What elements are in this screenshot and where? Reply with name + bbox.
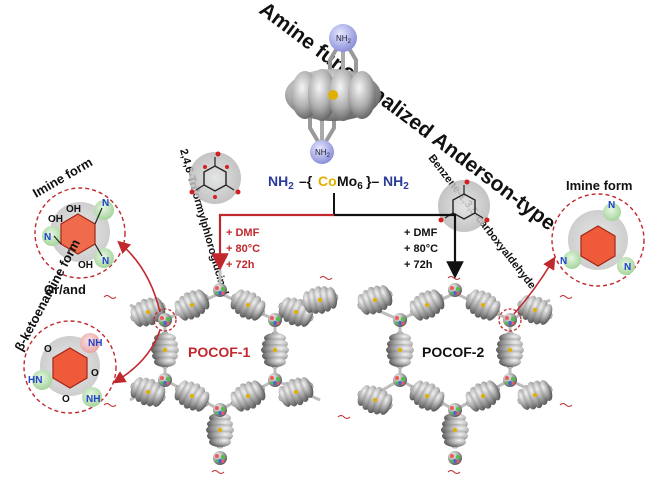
svg-text:N: N [624,262,631,273]
svg-text:+ 80°C: + 80°C [404,243,438,255]
svg-text:O: O [62,394,70,405]
imine-left-inset: OH OH OH N N N [34,187,126,279]
reaction-arrows [211,193,464,279]
linker-formula: NH2 –{ Co Mo6 }– NH2 [268,173,409,192]
ketoenamine-inset: NH HN NH O O O [23,320,117,414]
wavy-ends [103,276,573,474]
svg-text:NH2: NH2 [268,173,294,192]
svg-text:}–: }– [366,173,379,189]
svg-text:OH: OH [78,260,93,271]
svg-text:+ 72h: + 72h [404,259,433,271]
pocof2-framework [352,279,558,465]
svg-text:N: N [102,198,109,209]
svg-text:NH2: NH2 [383,173,409,192]
svg-text:Co: Co [318,173,337,189]
conditions-right: + DMF + 80°C + 72h [404,227,438,271]
svg-text:N: N [44,232,51,243]
svg-text:+ DMF: + DMF [404,227,438,239]
pocof1-framework [125,270,341,465]
svg-text:OH: OH [66,204,81,215]
imine-right-label: Imine form [566,178,632,193]
svg-text:NH: NH [86,394,100,405]
inset-connector-right [513,256,556,315]
top-nh2-label: NH2 [336,34,352,45]
reagent-left-molecule [189,151,241,204]
svg-text:+ DMF: + DMF [226,227,260,239]
bottom-nh2-label: NH2 [315,148,331,159]
reagent-right-molecule [438,179,490,232]
imine-right-inset: N N N [551,193,645,287]
svg-text:HN: HN [28,375,42,386]
svg-text:+ 80°C: + 80°C [226,243,260,255]
svg-text:N: N [560,256,567,267]
svg-text:N: N [102,256,109,267]
or-and-label: Or/and [44,282,86,297]
anderson-pom-molecule: NH2 NH2 [285,24,381,164]
conditions-left: + DMF + 80°C + 72h [226,227,260,271]
svg-text:O: O [44,344,52,355]
inset-connectors-left [112,240,161,384]
pocof2-label: POCOF-2 [422,344,484,360]
svg-text:–{: –{ [299,173,313,189]
pocof1-label: POCOF-1 [188,344,250,360]
svg-text:O: O [91,368,99,379]
svg-text:+ 72h: + 72h [226,259,255,271]
svg-text:N: N [608,200,615,211]
svg-text:Mo6: Mo6 [337,173,363,192]
svg-text:NH: NH [88,338,102,349]
svg-text:OH: OH [48,214,63,225]
